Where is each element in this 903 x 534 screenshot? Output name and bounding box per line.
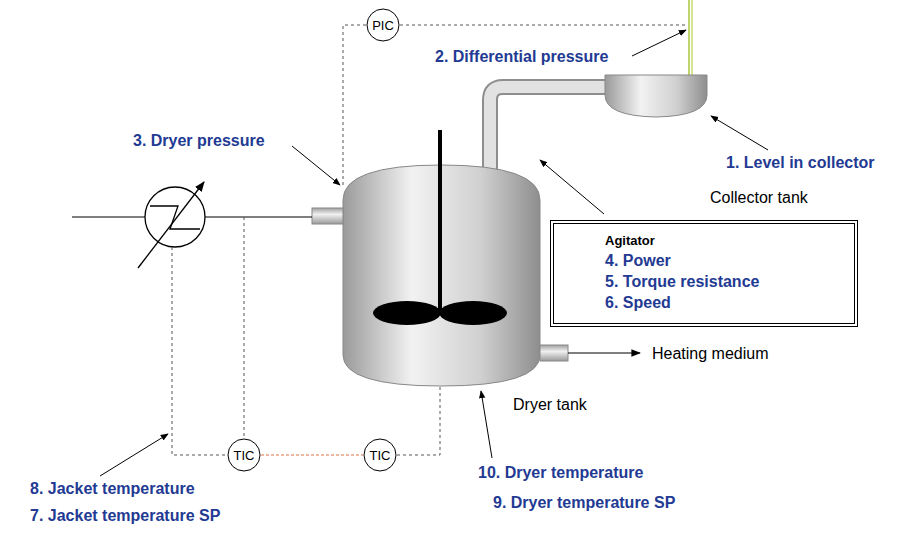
box-heading: Agitator [605, 232, 842, 250]
control-signal-line [400, 25, 686, 26]
controller-circle: TIC [363, 438, 397, 472]
callout-label: 7. Jacket temperature SP [30, 506, 220, 525]
agitator-box: Agitator4. Power5. Torque resistance6. S… [550, 220, 858, 327]
control-signal-line [343, 25, 366, 188]
controller-tag: PIC [372, 18, 394, 33]
agitator-blade [439, 301, 507, 325]
leader-arrow [540, 160, 604, 214]
agitator-blade [373, 301, 441, 325]
collector-tank [605, 75, 707, 117]
leader-arrow [100, 434, 168, 476]
controller-circle: TIC [227, 438, 261, 472]
outlet-nozzle [540, 345, 568, 361]
vapour-pipe [490, 87, 607, 172]
controller-circle: PIC [366, 8, 400, 42]
signal-line [688, 0, 690, 76]
stream-name: Heating medium [652, 344, 769, 363]
control-signal-line [397, 387, 440, 455]
part-name: Collector tank [710, 188, 808, 207]
part-name: Dryer tank [513, 395, 587, 414]
vapour-pipe [490, 87, 607, 172]
circle-outline [228, 439, 260, 471]
controller-tag: TIC [234, 448, 255, 463]
inlet-nozzle [312, 208, 343, 224]
vapour-pipe [490, 87, 607, 172]
callout-label: 3. Dryer pressure [133, 131, 265, 150]
circle-outline [367, 9, 399, 41]
cascade-link [261, 454, 363, 455]
signal-line [689, 0, 692, 76]
callout-label: 10. Dryer temperature [478, 463, 643, 482]
leader-arrow [711, 116, 768, 150]
leader-arrow [632, 30, 686, 56]
control-signal-line [244, 217, 245, 438]
process-line [72, 216, 145, 217]
leader-arrow [292, 146, 340, 185]
measurement-item: 4. Power [605, 250, 842, 271]
agitator-shaft [438, 130, 442, 312]
signal-line [691, 0, 693, 76]
callout-label: 1. Level in collector [726, 153, 875, 172]
process-line [568, 352, 640, 353]
controller-tag: TIC [370, 448, 391, 463]
circle-outline [364, 439, 396, 471]
control-signal-line [172, 247, 227, 455]
callout-label: 9. Dryer temperature SP [493, 493, 675, 512]
agitator-blade [373, 301, 507, 325]
measurement-item: 6. Speed [605, 292, 842, 313]
callout-label: 2. Differential pressure [435, 47, 608, 66]
measurement-item: 5. Torque resistance [605, 271, 842, 292]
heat-exchanger-symbol [145, 187, 205, 247]
leader-arrow [481, 391, 492, 458]
heat-exchanger-symbol [150, 206, 200, 229]
process-line [205, 216, 312, 217]
callout-label: 8. Jacket temperature [30, 479, 195, 498]
heat-exchanger-symbol [138, 182, 204, 268]
